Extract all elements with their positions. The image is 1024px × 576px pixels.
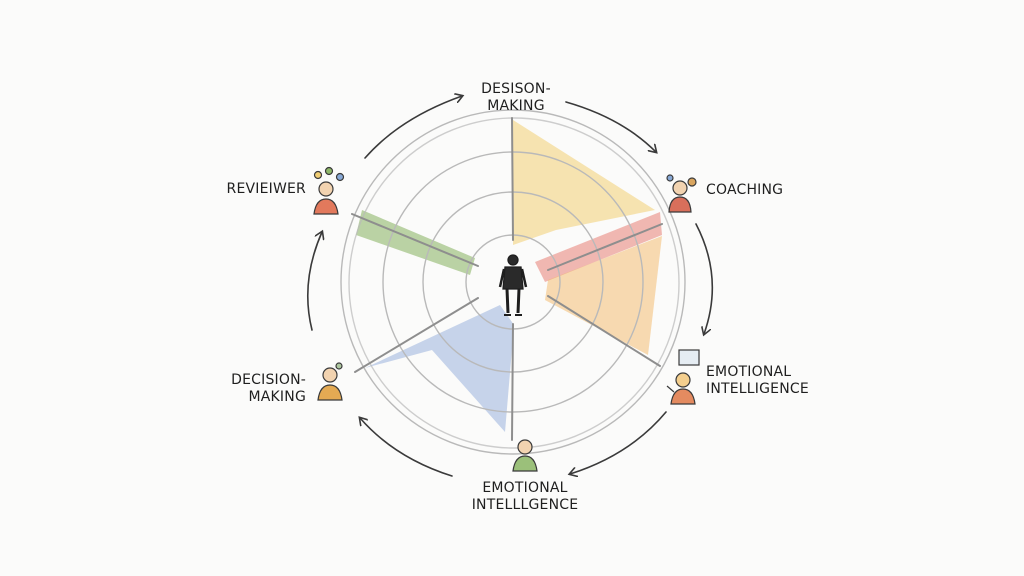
spoke-upper-left: [351, 213, 479, 267]
sector-orange: [545, 236, 662, 355]
sector-blue: [365, 305, 514, 432]
label-left-line-1: DECISION-: [231, 372, 306, 388]
standing-businessman-icon: [498, 254, 528, 316]
spoke-top: [511, 117, 514, 241]
spoke-bottom: [511, 323, 514, 441]
spoke-group: [351, 117, 663, 441]
label-top-line-2: MAKING: [487, 98, 545, 114]
label-reviewer: REVIEIWER: [222, 181, 306, 198]
presenter-person-icon: [666, 349, 700, 405]
cycle-arrows: [306, 96, 714, 477]
label-left-line-2: MAKING: [248, 389, 306, 405]
label-bottom-line-2: INTELLLGENCE: [471, 497, 579, 513]
thinking-person-icon: [317, 362, 343, 401]
label-right-emotional-intelligence: EMOTIONAL INTELLIGENCE: [706, 364, 809, 398]
arrow-bottom-left: [360, 418, 453, 477]
label-top-line-1: DESISON-: [481, 81, 551, 97]
label-reviewer-line-1: REVIEIWER: [226, 181, 306, 197]
arrow-left: [306, 232, 322, 331]
coach-person-icon: [666, 174, 697, 213]
spoke-upper-right: [547, 223, 663, 271]
person-icon: [512, 439, 538, 472]
label-coaching-line-1: COACHING: [706, 182, 784, 198]
label-left-decision-making: DECISION- MAKING: [226, 372, 306, 406]
spoke-lower-left: [354, 297, 479, 373]
label-bottom-line-1: EMOTIONAL: [482, 480, 568, 496]
arrow-top-left: [364, 96, 462, 159]
arrow-bottom-right: [570, 411, 667, 474]
label-coaching: COACHING: [706, 182, 783, 199]
ring-outer: [340, 109, 686, 455]
arrow-top-right: [565, 101, 656, 152]
sector-red: [535, 212, 662, 282]
arrow-right: [695, 223, 714, 334]
ring-outer-2: [348, 117, 680, 449]
label-right-line-2: INTELLIGENCE: [706, 381, 809, 397]
label-top-decision-making: DESISON- MAKING: [471, 81, 561, 115]
label-bottom-emotional-intelligence: EMOTIONAL INTELLLGENCE: [470, 480, 580, 514]
spoke-right: [547, 295, 661, 367]
sector-group: [356, 120, 662, 432]
sector-green: [356, 210, 475, 275]
reviewer-person-icon: [313, 166, 345, 215]
label-right-line-1: EMOTIONAL: [706, 364, 792, 380]
sector-yellow: [513, 120, 655, 245]
